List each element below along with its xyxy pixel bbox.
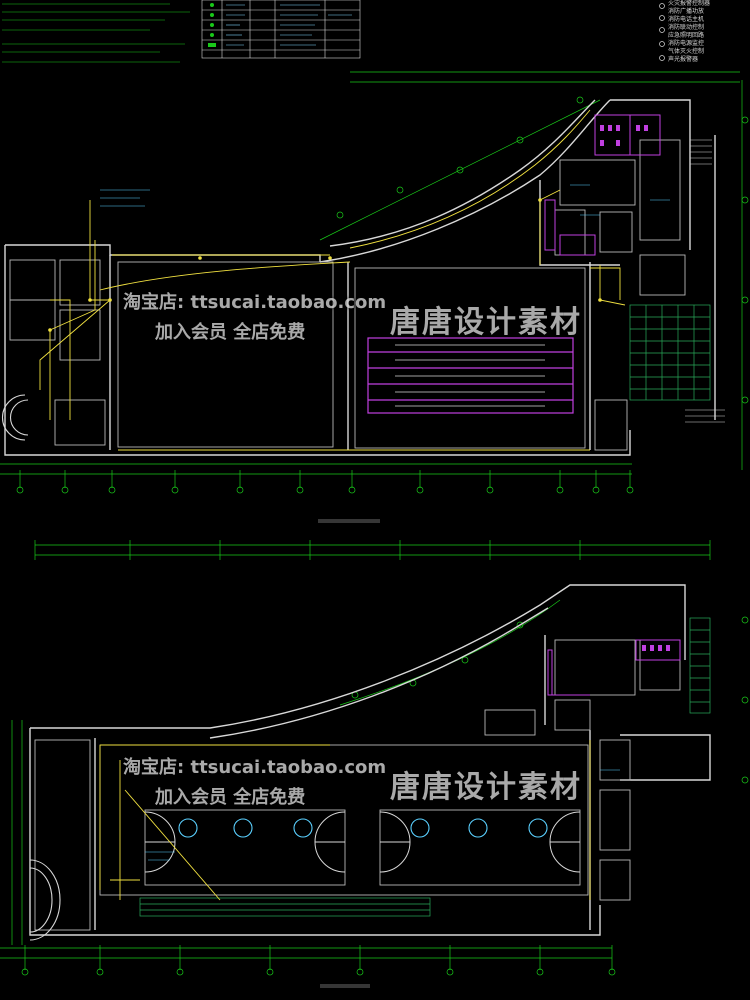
bottom-service-fixtures xyxy=(642,645,670,651)
legend-right-item: 消防联动控制 xyxy=(668,24,705,31)
top-right-steps xyxy=(685,139,725,423)
top-axis-bubbles xyxy=(16,116,749,494)
legend-right-item: 应急照明回路 xyxy=(668,32,705,39)
bottom-cyan-annotations xyxy=(145,769,620,861)
legend-right-icons xyxy=(659,3,665,61)
watermark-member-offer: 加入会员 全店免费 xyxy=(155,322,306,343)
legend-right-item: 火灾报警控制器 xyxy=(668,0,711,7)
top-left-round-stair xyxy=(1,394,29,441)
top-right-stair-grid xyxy=(629,304,711,401)
legend-table xyxy=(201,0,361,59)
bottom-plan-room-outlines xyxy=(34,639,681,931)
bottom-diagonal-dimension xyxy=(339,599,561,706)
bottom-right-stairs xyxy=(689,617,711,714)
bottom-plan-walls xyxy=(29,584,711,936)
top-plan-walls xyxy=(4,99,716,456)
top-circuit-nodes xyxy=(48,198,602,332)
top-dimension-lines xyxy=(0,71,743,488)
bottom-dimension-lines xyxy=(0,540,711,970)
watermark-shop-url: 淘宝店: ttsucai.taobao.com xyxy=(123,292,387,313)
top-circuit-wiring xyxy=(39,109,626,451)
bottom-circuit-wiring xyxy=(99,740,591,901)
top-pool-outline xyxy=(367,337,574,414)
legend-right-item: 消防电话主机 xyxy=(668,16,705,23)
basketball-center-circles xyxy=(178,818,548,838)
bottom-left-round-stair xyxy=(29,859,61,941)
basketball-courts xyxy=(144,811,581,873)
bottom-axis-bubbles xyxy=(21,616,749,976)
bottom-bleachers xyxy=(139,897,431,917)
legend-right-item: 声光报警器 xyxy=(668,56,699,63)
legend-table-lines xyxy=(226,4,352,46)
watermark-member-offer: 加入会员 全店免费 xyxy=(155,787,306,808)
top-diagonal-dimension xyxy=(319,96,601,241)
watermark-shop-url: 淘宝店: ttsucai.taobao.com xyxy=(123,757,387,778)
top-plan-title xyxy=(318,519,380,523)
legend-right-item: 消防广播功放 xyxy=(668,8,705,15)
bottom-plan-title xyxy=(320,984,370,988)
bottom-service-rooms xyxy=(547,639,681,696)
watermark-brand: 唐唐设计素材 xyxy=(390,305,582,340)
legend-right-item: 消防电源监控 xyxy=(668,40,705,47)
top-cyan-annotations xyxy=(100,184,670,216)
legend-right-column: 火灾报警控制器 消防广播功放 消防电话主机 消防联动控制 应急照明回路 消防电源… xyxy=(668,0,748,64)
top-service-fixtures xyxy=(600,125,648,146)
top-pool-lane-markers xyxy=(395,344,545,407)
legend-right-item: 气体灭火控制 xyxy=(668,48,705,55)
watermark-brand: 唐唐设计素材 xyxy=(390,770,582,805)
legend-symbols xyxy=(208,3,216,47)
top-service-rooms xyxy=(544,114,661,256)
top-notes-block xyxy=(2,3,190,63)
